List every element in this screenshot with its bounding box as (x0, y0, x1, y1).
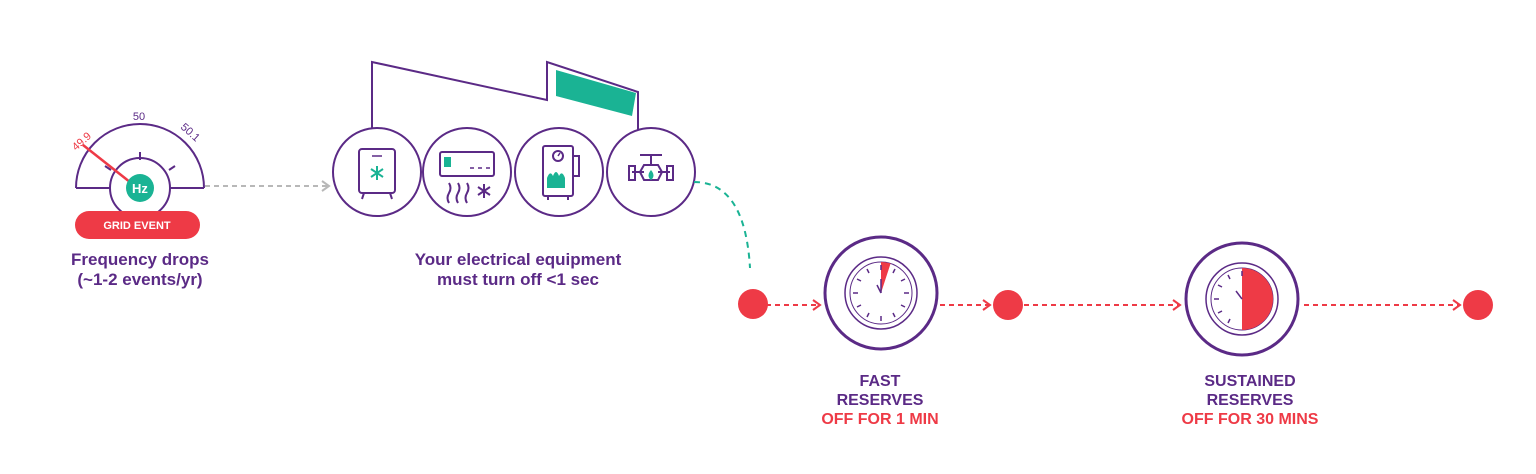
gauge-needle (82, 144, 136, 187)
grid-event-badge (75, 211, 200, 239)
fast-reserves-caption: FAST RESERVES OFF FOR 1 MIN (780, 372, 980, 430)
air-conditioner-icon (439, 151, 495, 204)
timeline-dot-end (1463, 290, 1493, 320)
refrigerator-icon (358, 148, 396, 200)
step2-line1: Your electrical equipment (414, 250, 622, 269)
gauge-tick-label-mid: 50 (133, 111, 145, 123)
fast-reserves-clock (823, 235, 939, 351)
arrow-to-equipment (205, 180, 331, 192)
gauge-tick-label-high: 50.1 (178, 121, 202, 144)
valve-icon (628, 154, 674, 181)
fast-reserves-duration: OFF FOR 1 MIN (821, 411, 939, 429)
fast-reserves-line1: FAST (859, 373, 901, 390)
sustained-reserves-line2: RESERVES (1206, 392, 1294, 410)
gauge-unit: Hz (132, 181, 148, 196)
grid-event-badge-label: GRID EVENT (103, 220, 171, 232)
boiler-icon (542, 145, 580, 200)
sustained-reserves-duration: OFF FOR 30 MINS (1181, 411, 1319, 429)
step2-line2: must turn off <1 sec (436, 270, 599, 290)
frequency-gauge: Hz 49.9 50 50.1 GRID EVENT (70, 111, 205, 239)
step2-caption: Your electrical equipment must turn off … (368, 250, 668, 291)
timeline-dot-start (738, 289, 768, 319)
teal-dashed-connector (693, 181, 751, 269)
red-arrowheads (812, 299, 1462, 311)
fast-reserves-line2: RESERVES (836, 392, 924, 410)
step1-line1: Frequency drops (71, 250, 209, 269)
fast-reserves-wedge (881, 262, 891, 293)
factory-roof-accent (556, 70, 636, 116)
sustained-reserves-clock (1184, 241, 1300, 357)
sustained-reserves-caption: SUSTAINED RESERVES OFF FOR 30 MINS (1140, 372, 1360, 430)
timeline-dot-mid (993, 290, 1023, 320)
sustained-reserves-wedge (1242, 268, 1273, 330)
step1-line2: (~1-2 events/yr) (77, 270, 203, 290)
step1-caption: Frequency drops (~1-2 events/yr) (40, 250, 240, 291)
sustained-reserves-line1: SUSTAINED (1204, 373, 1296, 390)
factory-outline (371, 60, 639, 134)
